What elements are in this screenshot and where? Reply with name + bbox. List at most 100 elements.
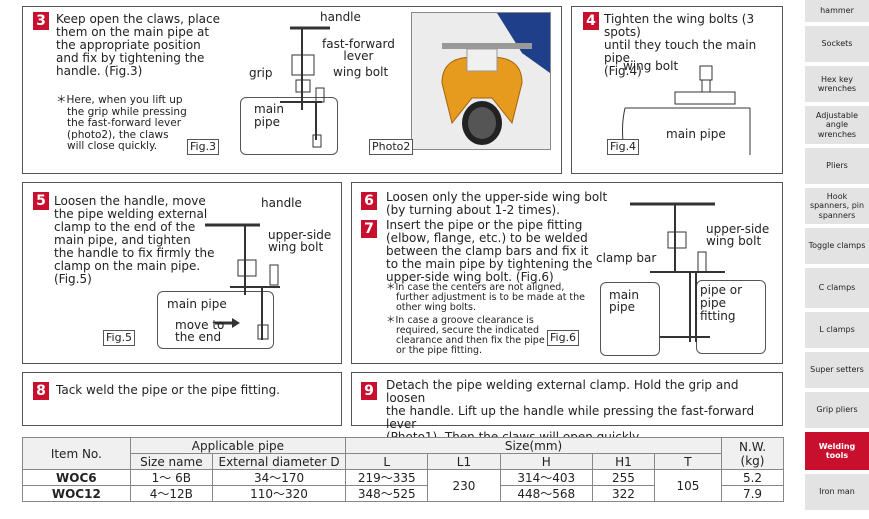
table-row: WOC12 4～12B 110～320 348～525 448～568 322 … <box>22 485 785 502</box>
clamp-drawing-fig3 <box>280 26 330 148</box>
step7-note-line: ＊In case a groove clearance is <box>386 315 534 326</box>
step5-line: clamp on the main pipe. <box>54 259 201 273</box>
cell-l1: 230 <box>427 469 501 502</box>
sidebar-item-sockets[interactable]: Sockets <box>805 26 869 62</box>
step7-text: Insert the pipe or the pipe fitting (elb… <box>386 219 596 284</box>
step3-note-line: the fast-forward lever <box>67 117 182 129</box>
step7-line: upper-side wing bolt. (Fig.6) <box>386 270 554 284</box>
step7-note-line: or the pipe fitting. <box>396 345 483 356</box>
fig5-label: Fig.5 <box>103 330 136 346</box>
label-main-pipe-fig6: main pipe <box>609 288 639 314</box>
sidebar-item-adjustable-angle-wrenches[interactable]: Adjustable angle wrenches <box>805 106 869 144</box>
step5-line: clamp to the end of the <box>54 220 196 234</box>
step3-note-line: ＊Here, when you lift up <box>56 94 183 106</box>
label-upper-side-wing-bolt-fig5: upper-side wing bolt <box>268 228 332 254</box>
header-t: T <box>653 453 722 470</box>
header-size-name: Size name <box>129 453 213 470</box>
cell-nw: 7.9 <box>720 485 785 502</box>
step6-number: 6 <box>361 192 377 210</box>
header-item-no: Item No. <box>22 437 131 470</box>
label-handle: handle <box>320 10 361 24</box>
step7-note-line: further adjustment is to be made at the <box>396 292 586 303</box>
step5-line: the handle to fix firmly the <box>54 246 215 260</box>
category-sidebar: hammer Sockets Hex key wrenches Adjustab… <box>805 0 869 519</box>
header-nw: N.W. (kg) <box>720 437 785 470</box>
step3-line: and fix by tightening the <box>56 51 205 65</box>
step4-number: 4 <box>583 12 599 30</box>
step7-note-line: ＊In case the centers are not aligned, <box>386 282 565 293</box>
label-move-to-end: move to the end <box>175 318 225 344</box>
sidebar-item-hook-spanners[interactable]: Hook spanners, pin spanners <box>805 188 869 224</box>
label-clamp-bar: clamp bar <box>596 251 657 265</box>
step5-number: 5 <box>33 192 49 210</box>
sidebar-item-toggle-clamps[interactable]: Toggle clamps <box>805 228 869 264</box>
label-pipe-or-fitting: pipe or pipe fitting <box>700 283 743 323</box>
step4-line: Tighten the wing bolts (3 spots) <box>604 12 755 39</box>
cell-l: 348～525 <box>345 485 429 502</box>
main-pipe-shape-fig5 <box>157 291 274 349</box>
step3-note: ＊Here, when you lift up the grip while p… <box>56 94 236 153</box>
cell-h1: 322 <box>591 485 655 502</box>
step3-line: handle. (Fig.3) <box>56 64 143 78</box>
sidebar-item-c-clamps[interactable]: C clamps <box>805 268 869 308</box>
cell-t: 105 <box>653 469 722 502</box>
fig3-label: Fig.3 <box>187 139 220 155</box>
step7-note-line: other wing bolts. <box>396 302 476 313</box>
sidebar-item-welding-tools[interactable]: Welding tools <box>805 432 869 470</box>
cell-nw: 5.2 <box>720 469 785 486</box>
step9-text: Detach the pipe welding external clamp. … <box>386 379 781 444</box>
sidebar-item-iron-man[interactable]: Iron man <box>805 474 869 510</box>
cell-size-name: 4～12B <box>129 485 213 502</box>
cell-ext-d: 34～170 <box>211 469 347 486</box>
sidebar-item-grip-pliers[interactable]: Grip pliers <box>805 392 869 428</box>
step5-line: Loosen the handle, move <box>54 194 206 208</box>
cell-item: WOC6 <box>22 469 131 486</box>
header-h1: H1 <box>591 453 655 470</box>
spec-table: Item No. Applicable pipe Size(mm) N.W. (… <box>22 437 785 502</box>
cell-h1: 255 <box>591 469 655 486</box>
cell-l: 219～335 <box>345 469 429 486</box>
step3-line: the appropriate position <box>56 38 201 52</box>
label-upper-side-wing-bolt-fig6: upper-side wing bolt <box>706 222 770 248</box>
pipe-fitting-shape-fig6 <box>696 280 766 354</box>
cell-size-name: 1～ 6B <box>129 469 213 486</box>
header-external-diameter: External diameter D <box>211 453 347 470</box>
header-applicable-pipe: Applicable pipe <box>129 437 347 454</box>
clamp-drawing-fig6 <box>630 202 725 342</box>
step8-text: Tack weld the pipe or the pipe fitting. <box>56 383 280 397</box>
step5-text: Loosen the handle, move the pipe welding… <box>54 195 224 286</box>
cell-item: WOC12 <box>22 485 131 502</box>
sidebar-item-pliers[interactable]: Pliers <box>805 148 869 184</box>
header-size-mm: Size(mm) <box>345 437 722 454</box>
sidebar-item-hex-key-wrenches[interactable]: Hex key wrenches <box>805 66 869 102</box>
step8-number: 8 <box>33 382 49 400</box>
wing-bolt-drawing-fig4 <box>622 65 751 156</box>
sidebar-item-hammer[interactable]: hammer <box>805 0 869 22</box>
sidebar-item-super-setters[interactable]: Super setters <box>805 352 869 388</box>
step9-panel <box>351 372 783 426</box>
step8-panel <box>22 372 342 426</box>
photo2-clamp-illustration <box>412 13 550 149</box>
header-l1: L1 <box>427 453 501 470</box>
label-fast-forward-lever: fast-forward lever <box>322 37 395 63</box>
step3-text: Keep open the claws, place them on the m… <box>56 13 236 78</box>
step9-line: the handle. Lift up the handle while pre… <box>386 404 755 431</box>
table-row: WOC6 1～ 6B 34～170 219～335 230 314～403 25… <box>22 469 785 502</box>
photo2-label: Photo2 <box>369 139 414 155</box>
step9-number: 9 <box>361 382 377 400</box>
step7-note-line: clearance and then fix the pipe <box>396 335 545 346</box>
label-main-pipe: main pipe <box>254 102 284 129</box>
step5-line: (Fig.5) <box>54 272 92 286</box>
photo2-image <box>411 12 551 150</box>
step6-line: (by turning about 1-2 times). <box>386 203 560 217</box>
step4-panel <box>571 6 783 174</box>
cell-h: 314～403 <box>499 469 593 486</box>
header-l: L <box>345 453 429 470</box>
step7-number: 7 <box>361 220 377 238</box>
step7-line: between the clamp bars and fix it <box>386 244 589 258</box>
step7-note1: ＊In case the centers are not aligned, fu… <box>386 283 591 313</box>
main-pipe-shape <box>240 97 338 155</box>
sidebar-item-l-clamps[interactable]: L clamps <box>805 312 869 348</box>
step3-note-line: (photo2), the claws <box>67 128 169 141</box>
step3-line: Keep open the claws, place <box>56 12 221 26</box>
